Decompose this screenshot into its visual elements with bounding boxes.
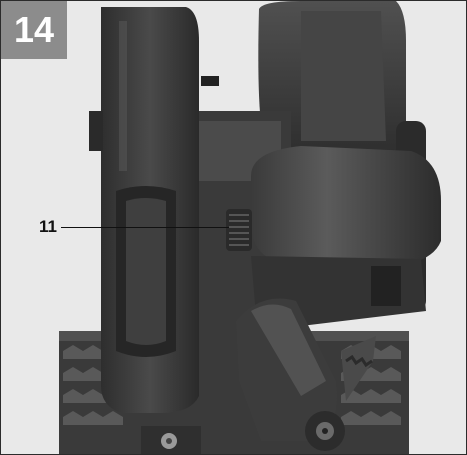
callout-leader-line xyxy=(61,227,229,228)
figure-number-badge: 14 xyxy=(1,1,67,59)
callout-label: 11 xyxy=(39,217,57,236)
depth-adjustment-knob xyxy=(226,209,252,251)
bevel-lever xyxy=(236,298,376,451)
base-screws xyxy=(141,426,201,454)
blade-guard xyxy=(89,7,199,413)
